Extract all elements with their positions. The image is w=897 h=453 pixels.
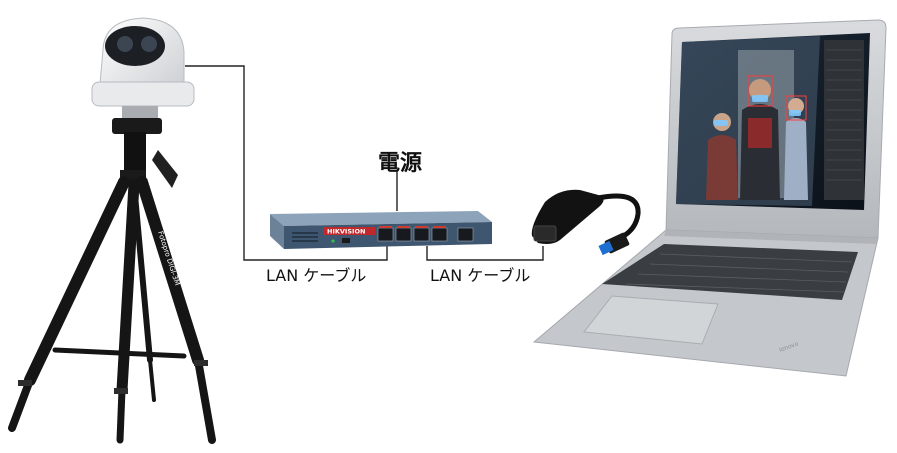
laptop-icon: lenovo — [532, 19, 887, 377]
usb-ethernet-adapter-icon — [531, 189, 641, 256]
camera-to-switch-line — [185, 65, 388, 261]
lan-cable-label-right: LAN ケーブル — [430, 266, 531, 285]
switch-to-adapter-line — [426, 246, 544, 261]
poe-switch-icon: HIKVISION — [270, 211, 492, 249]
lan-cable-label-left: LAN ケーブル — [266, 266, 367, 285]
connection-lines — [185, 65, 544, 261]
switch-ports — [377, 227, 474, 242]
tripod-icon: Fotopro DIGI-3M — [8, 118, 216, 444]
switch-vents — [292, 232, 318, 242]
dome-camera-icon — [91, 17, 195, 118]
screen-content — [676, 36, 864, 206]
keyboard-keys — [625, 253, 853, 293]
switch-brand-text: HIKVISION — [327, 228, 365, 236]
power-label: 電源 — [378, 151, 423, 176]
person-figures — [706, 79, 808, 200]
